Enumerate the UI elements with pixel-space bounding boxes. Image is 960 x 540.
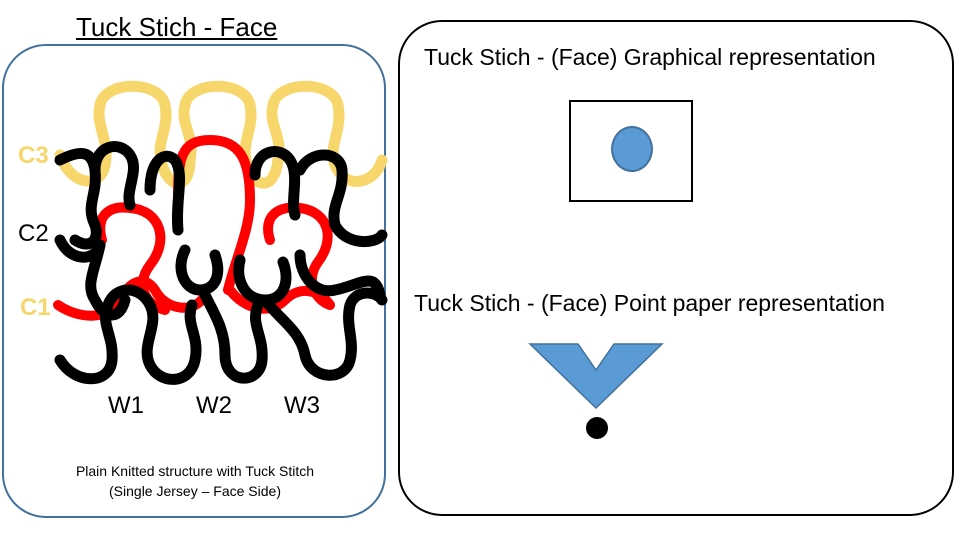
course-label-c3: C3 [18,142,49,169]
wale-label-w3: W3 [284,392,320,419]
caption-line-2: (Single Jersey – Face Side) [109,482,281,499]
structure-caption: Plain Knitted structure with Tuck Stitch… [30,462,360,501]
circle-dot-icon [611,126,653,172]
course-black-yarn [54,141,388,385]
graphical-representation-title: Tuck Stich - (Face) Graphical representa… [424,44,876,70]
representation-panel [398,20,954,516]
diagram-title: Tuck Stich - Face [76,12,278,42]
caption-line-1: Plain Knitted structure with Tuck Stitch [75,463,315,479]
chevron-down-with-dot-icon [528,343,664,439]
graphical-symbol-box [569,100,693,202]
course-label-c1: C1 [20,294,51,321]
point-paper-representation-title: Tuck Stich - (Face) Point paper represen… [414,290,885,316]
wale-label-w1: W1 [108,392,144,419]
course-label-c2: C2 [18,220,49,247]
wale-label-w2: W2 [196,392,232,419]
knit-loops-illustration [53,80,388,385]
course-c3-yarn [54,80,388,189]
knit-structure-panel [2,44,386,518]
